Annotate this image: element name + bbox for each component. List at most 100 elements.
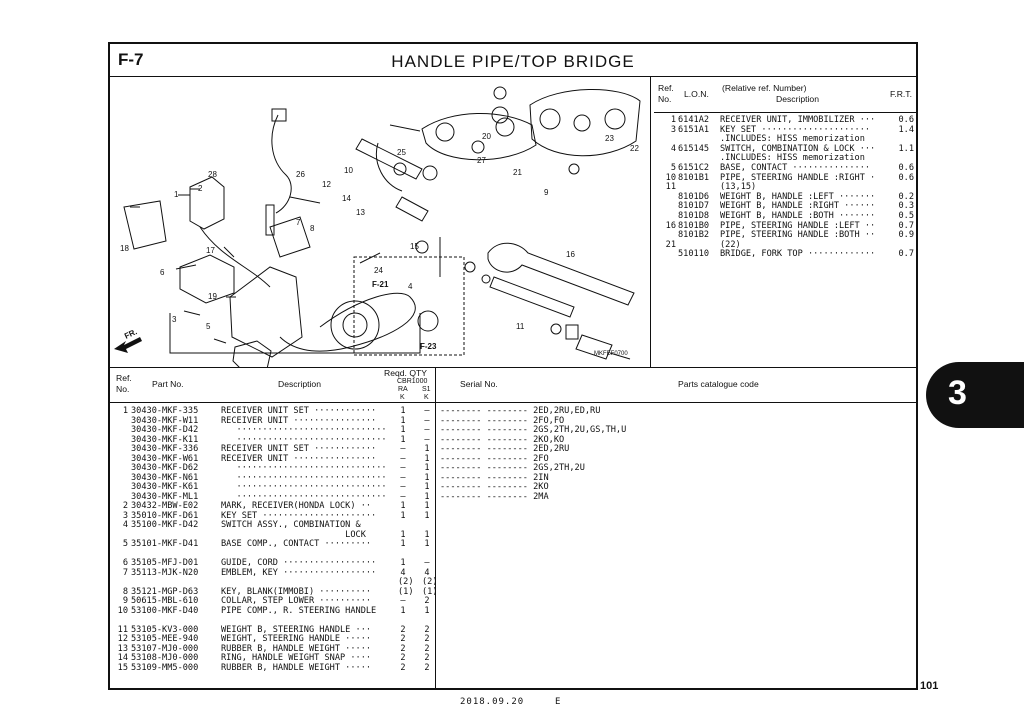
callout-26: 26 [296, 170, 305, 179]
parts-cell-desc: ····························· [221, 491, 387, 502]
parts-cell-serial: -------- -------- 2ED,2RU [440, 444, 570, 454]
table-row: 30430-MKF-ML1 ··························… [110, 491, 916, 503]
parts-cell-serial: -------- -------- 2KO,KO [440, 434, 565, 445]
callout-24: 24 [374, 266, 383, 275]
parts-cell-ra: (2) [398, 577, 414, 587]
callout-5: 5 [206, 322, 211, 331]
callout-13: 13 [356, 208, 365, 217]
callout-20: 20 [482, 132, 491, 141]
parts-cell-s1: 2 [424, 634, 430, 644]
parts-cell-ref: 13 [117, 643, 128, 654]
parts-cell-ref: 11 [117, 624, 128, 635]
ref-cell-ref: 1 [670, 115, 676, 125]
ref-header-lon: L.O.N. [684, 89, 709, 99]
ref-table-row: 11(13,15) [654, 183, 916, 193]
parts-cell-ra: 1 [400, 415, 406, 426]
parts-cell-part: 30430-MKF-K11 [131, 434, 199, 445]
parts-cell-desc: COLLAR, STEP LOWER ·········· [221, 596, 372, 606]
callout-18: 18 [120, 244, 129, 253]
parts-header-s1: S1 [422, 386, 431, 393]
table-row: 30430-MKF-K11 ··························… [110, 434, 916, 446]
parts-cell-desc: ····························· [221, 472, 387, 483]
callout-21: 21 [513, 168, 522, 177]
diagram-divider [650, 77, 651, 367]
ref-cell-ref: 21 [665, 239, 676, 250]
callout-19: 19 [208, 292, 217, 301]
parts-header-reqd: Reqd. QTY [384, 368, 427, 378]
ref-cell-frt: 0.2 [898, 191, 914, 202]
parts-cell-desc: EMBLEM, KEY ·················· [221, 567, 377, 578]
parts-cell-desc: BASE COMP., CONTACT ········· [221, 539, 372, 549]
parts-cell-ra: 2 [400, 653, 406, 663]
callout-22: 22 [630, 144, 639, 153]
parts-cell-s1: 1 [424, 463, 430, 473]
parts-cell-serial: -------- -------- 2MA [440, 491, 549, 502]
parts-cell-s1: 1 [424, 539, 430, 549]
parts-cell-s1: 2 [424, 653, 430, 663]
parts-cell-s1: 1 [424, 491, 430, 502]
parts-cell-serial: -------- -------- 2FO [440, 453, 549, 464]
parts-cell-ra: 1 [400, 510, 406, 521]
parts-table-header: Ref. No. Part No. Description Reqd. QTY … [110, 368, 916, 403]
subfig-label-f21: F-21 [372, 280, 389, 289]
ref-cell-desc: WEIGHT B, HANDLE :RIGHT ······ [720, 201, 876, 212]
parts-cell-ra: – [400, 472, 406, 483]
parts-cell-part: 50615-MBL-610 [131, 596, 199, 606]
ref-table-row: .INCLUDES: HISS memorization [654, 154, 916, 164]
callout-14: 14 [342, 194, 351, 203]
parts-cell-s1: 4 [424, 567, 430, 578]
parts-cell-s1: 2 [424, 624, 430, 635]
parts-cell-part: 30430-MKF-K61 [131, 482, 199, 492]
ref-cell-ref: 11 [665, 182, 676, 193]
parts-header-ref: Ref. [116, 373, 132, 383]
ref-cell-frt: 0.6 [898, 162, 914, 173]
parts-cell-desc: ····························· [221, 463, 387, 473]
parts-cell-desc: RECEIVER UNIT ················ [221, 415, 377, 426]
page-title: HANDLE PIPE/TOP BRIDGE [391, 52, 635, 71]
ref-table-row: .INCLUDES: HISS memorization [654, 135, 916, 145]
parts-cell-s1: 1 [424, 444, 430, 454]
parts-cell-part: 30432-MBW-E02 [131, 501, 199, 511]
page-frame: F-7 HANDLE PIPE/TOP BRIDGE [108, 42, 918, 690]
table-row: (2)(2) [110, 577, 916, 588]
parts-header-k2: K [424, 394, 429, 401]
parts-cell-desc: SWITCH ASSY., COMBINATION & [221, 520, 361, 530]
parts-cell-ra: 1 [400, 529, 406, 540]
ref-header-desc1: (Relative ref. Number) [722, 83, 807, 93]
table-row: 30430-MKF-K61 ··························… [110, 482, 916, 493]
parts-cell-ref: 5 [122, 539, 128, 549]
parts-cell-ra: – [400, 482, 406, 492]
parts-cell-s1: – [424, 415, 430, 426]
parts-cell-serial: -------- -------- 2ED,2RU,ED,RU [440, 406, 601, 416]
parts-cell-desc: WEIGHT, STEERING HANDLE ····· [221, 634, 372, 644]
ref-cell-lon: 8101B2 [678, 230, 710, 241]
ref-cell-ref: 4 [670, 143, 676, 154]
callout-7: 7 [296, 218, 301, 227]
parts-cell-ra: 1 [400, 558, 406, 568]
parts-cell-desc: RING, HANDLE WEIGHT SNAP ···· [221, 653, 372, 663]
callout-4: 4 [408, 282, 413, 291]
fr-label: FR. [123, 327, 138, 341]
callout-1: 1 [174, 190, 179, 199]
parts-cell-desc: ····························· [221, 482, 387, 492]
parts-cell-ref: 12 [117, 634, 128, 644]
parts-cell-desc: WEIGHT B, STEERING HANDLE ··· [221, 624, 372, 635]
parts-cell-desc: KEY, BLANK(IMMOBI) ·········· [221, 586, 372, 597]
parts-cell-desc: RUBBER B, HANDLE WEIGHT ····· [221, 662, 372, 673]
table-row: 30430-MKF-D62 ··························… [110, 463, 916, 474]
ref-cell-lon: 6141A2 [678, 115, 710, 125]
parts-cell-ref: 1 [122, 406, 128, 416]
callout-28: 28 [208, 170, 217, 179]
